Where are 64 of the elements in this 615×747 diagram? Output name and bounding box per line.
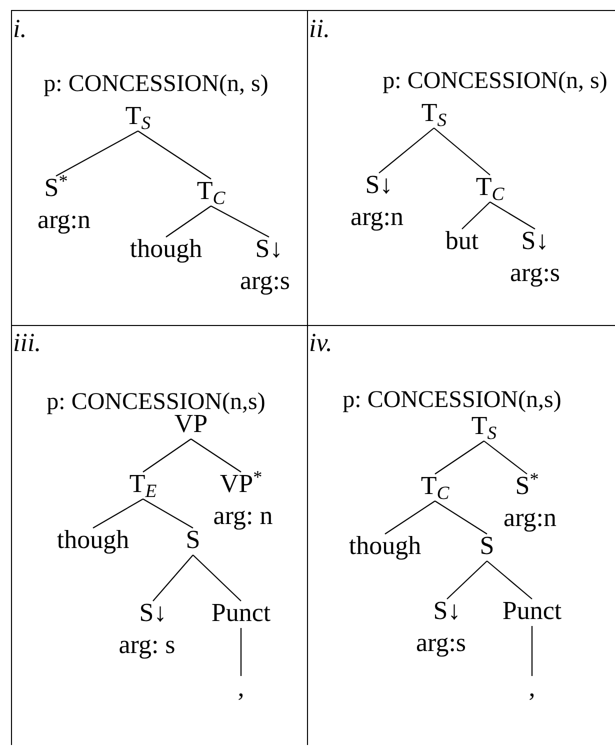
panel [11,10,307,326]
tree-branch [434,500,488,534]
tree-branch [192,554,242,602]
panel-label: iv. [309,329,332,357]
argument-label: arg: n [213,502,273,530]
tree-node-label: S↓ [365,171,393,199]
panel-label: i. [13,15,27,43]
tree-node-label: , [528,674,536,702]
predicate-label: p: CONCESSION(n, s) [44,70,268,98]
panel-label: ii. [309,15,330,43]
tree-node-label: T$_{C}$ [420,472,450,500]
argument-label: arg:n [350,203,404,231]
tree-node-label: though [348,532,422,560]
tree-node-label: but [445,227,479,255]
tree-branch [152,554,194,602]
argument-label: arg:s [416,629,466,657]
tree-branch [240,628,242,676]
tree-node-label: VP$^{*}$ [220,470,262,498]
tree-node-label: T$_{S}$ [471,412,497,440]
tree-node-label: S$^{*}$ [44,174,68,202]
tree-branch [142,438,192,472]
tree-node-label: T$_{C}$ [476,173,504,201]
tree-node-label: T$_{S}$ [125,102,151,130]
tree-node-label: S [480,532,494,560]
argument-label: arg:s [510,259,560,287]
panel-label: iii. [13,329,42,357]
tree-node-label: S [186,526,200,554]
tree-branch [378,128,434,174]
tree-node-label: S↓ [521,227,549,255]
tree-node-label: Punct [502,597,562,625]
tree-branch [484,440,528,474]
tree-branch [190,438,242,472]
panel [307,10,615,326]
predicate-label: p: CONCESSION(n, s) [382,67,608,95]
predicate-label: p: CONCESSION(n,s) [342,386,562,414]
tree-node-label: S$^{*}$ [515,472,539,500]
tree-branch [384,500,436,534]
tree-node-label: , [238,674,244,702]
tree-branch [210,206,270,238]
tree-branch [486,560,532,600]
tree-node-label: S↓ [433,597,461,625]
tree-branch [462,202,490,230]
tree-node-label: T$_{S}$ [421,99,447,127]
tree-branch [166,206,212,238]
tree-node-label: T$_{C}$ [196,177,226,205]
tree-branch [446,560,488,600]
tree-node-label: though [130,235,202,263]
tree-branch [56,130,138,176]
tree-node-label: S↓ [255,235,283,263]
tree-branch [490,202,536,230]
argument-label: arg: s [118,631,176,659]
tree-node-label: T$_{E}$ [129,470,157,498]
tree-branch [142,498,194,528]
tree-branch [92,498,144,528]
tree-branch [434,128,490,176]
tree-branch [138,130,212,180]
tree-branch [531,626,533,676]
tree-node-label: though [56,526,130,554]
argument-label: arg:n [504,504,556,532]
tree-node-label: Punct [211,599,271,627]
argument-label: arg:n [38,206,90,234]
tree-branch [434,440,484,474]
tree-node-label: S↓ [139,599,167,627]
argument-label: arg:s [240,267,290,295]
